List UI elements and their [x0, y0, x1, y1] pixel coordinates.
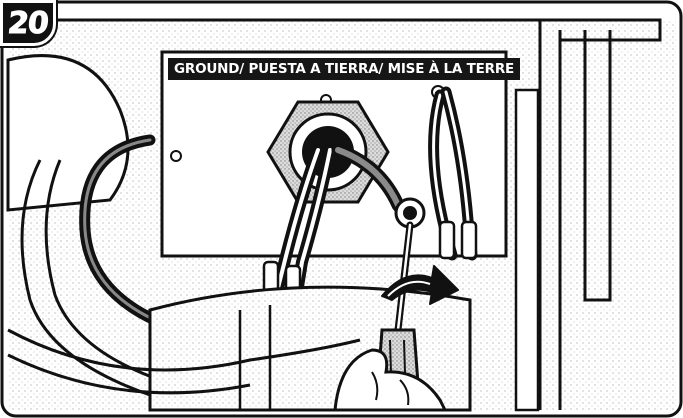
left-hose	[20, 159, 151, 397]
plate-hole-left	[170, 150, 182, 162]
step-number-badge: 20	[0, 0, 56, 46]
step-number: 20	[6, 5, 50, 41]
right-channel	[514, 88, 540, 412]
hand	[333, 348, 448, 412]
hose-bottom	[7, 328, 361, 372]
rotation-arrow	[381, 265, 459, 305]
top-rim	[20, 18, 662, 42]
right-panel	[538, 20, 612, 410]
ground-callout-label: GROUND/ PUESTA A TIERRA/ MISE À LA TERRE	[168, 58, 521, 80]
